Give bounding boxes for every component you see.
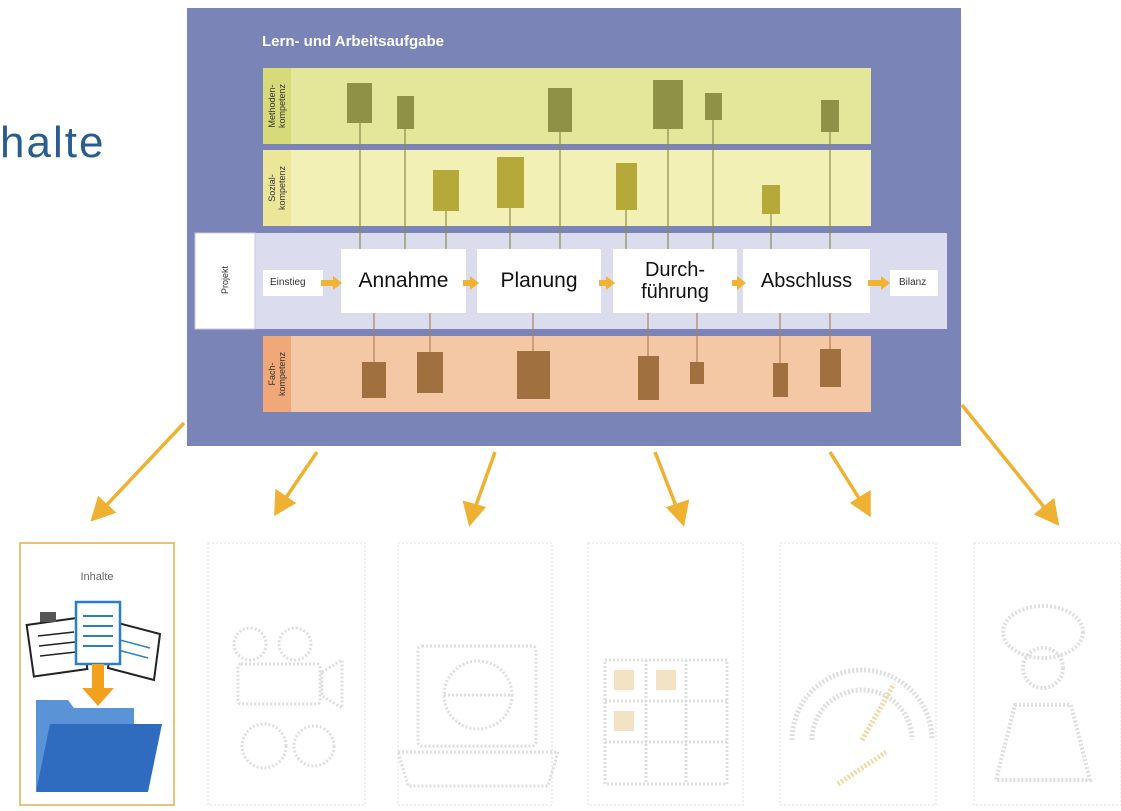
fach-rect bbox=[362, 362, 386, 398]
outer-title: Lern- und Arbeitsaufgabe bbox=[262, 33, 444, 50]
phase-planung-label: Planung bbox=[500, 269, 578, 292]
phase-abschluss: Abschluss bbox=[743, 249, 870, 313]
person-question-icon bbox=[993, 604, 1093, 782]
methoden-label: Methoden- kompetenz bbox=[267, 61, 287, 151]
gauge-icon bbox=[789, 667, 935, 787]
card-arrows bbox=[90, 403, 1060, 527]
phase-annahme: Annahme bbox=[341, 249, 466, 313]
methoden-label-bg bbox=[263, 68, 291, 144]
flow-arrows bbox=[321, 276, 890, 290]
phase-planung: Planung bbox=[477, 249, 601, 313]
fach-label-line-1: Fach- bbox=[267, 362, 277, 386]
methoden-rect bbox=[347, 83, 372, 123]
grid-icon bbox=[603, 658, 729, 786]
phase-durchfuehrung: Durch- führung bbox=[613, 249, 737, 313]
sozial-label-line-2: kompetenz bbox=[277, 165, 287, 211]
methoden-label-line-2: kompetenz bbox=[277, 83, 287, 129]
top-connectors bbox=[356, 120, 834, 258]
phase-annahme-label: Annahme bbox=[358, 269, 449, 292]
methoden-rects bbox=[347, 80, 839, 132]
phase-abschluss-label: Abschluss bbox=[760, 269, 853, 292]
card-arrow bbox=[653, 451, 680, 512]
sozial-label-bg bbox=[263, 150, 291, 226]
card-arrow-head bbox=[1033, 497, 1060, 526]
methoden-rect bbox=[397, 96, 414, 129]
card-5[interactable] bbox=[779, 542, 937, 806]
card-arrow-head bbox=[90, 495, 117, 522]
card-arrow-head bbox=[462, 500, 487, 527]
fach-rect bbox=[517, 351, 550, 399]
methoden-label-line-1: Methoden- bbox=[267, 84, 277, 128]
card-arrow bbox=[828, 451, 864, 504]
einstieg-box bbox=[263, 270, 323, 296]
camera-gears-icon bbox=[232, 626, 344, 770]
documents-folder-icon bbox=[25, 600, 162, 792]
flow-end-label: Bilanz bbox=[899, 277, 927, 288]
card-arrow-head bbox=[274, 488, 297, 517]
bilanz-box bbox=[890, 270, 938, 296]
sozial-label-line-1: Sozial- bbox=[267, 174, 277, 202]
cards bbox=[19, 542, 1121, 806]
fach-label-line-2: kompetenz bbox=[277, 351, 287, 397]
fach-label: Fach- kompetenz bbox=[267, 329, 287, 419]
card-arrow bbox=[281, 451, 319, 503]
fach-rects bbox=[362, 349, 841, 400]
flow-arrow bbox=[599, 276, 615, 290]
phase-box-durchfuehrung bbox=[613, 249, 737, 313]
sozial-rect bbox=[616, 163, 637, 210]
projekt-label: Projekt bbox=[220, 266, 230, 295]
flow-arrow bbox=[321, 276, 342, 290]
card-3[interactable] bbox=[397, 542, 553, 806]
card-2[interactable] bbox=[207, 542, 366, 806]
card-6[interactable] bbox=[973, 542, 1121, 806]
page-title: halte bbox=[0, 118, 106, 167]
card-arrow-head bbox=[849, 489, 871, 518]
methoden-rect bbox=[653, 80, 683, 129]
phase-box-annahme bbox=[341, 249, 466, 313]
methoden-rect bbox=[821, 100, 839, 132]
card-arrow-head bbox=[665, 499, 690, 527]
flow-arrow bbox=[463, 276, 479, 290]
sozial-rect bbox=[433, 170, 459, 211]
projekt-label-box bbox=[194, 232, 256, 330]
flow-arrow bbox=[868, 276, 890, 290]
card-arrow bbox=[960, 403, 1050, 514]
phase-box-planung bbox=[477, 249, 601, 313]
bottom-connectors bbox=[370, 305, 834, 363]
card-arrow bbox=[100, 421, 186, 512]
phase-durchfuehrung-line-1: Durch- bbox=[644, 259, 705, 281]
card-inhalte-title: Inhalte bbox=[80, 571, 114, 583]
fach-label-bg bbox=[263, 336, 291, 412]
sozial-rects bbox=[433, 157, 780, 214]
fach-rect bbox=[820, 349, 841, 387]
phase-box-abschluss bbox=[743, 249, 870, 313]
fach-rect bbox=[690, 362, 704, 384]
methoden-rect bbox=[548, 88, 572, 132]
phase-durchfuehrung-line-2: führung bbox=[641, 281, 709, 303]
card-arrow bbox=[472, 451, 497, 512]
laptop-globe-icon bbox=[395, 644, 561, 788]
fach-rect bbox=[417, 352, 443, 393]
sozial-rect bbox=[762, 185, 780, 214]
methoden-rect bbox=[705, 93, 722, 120]
fach-rect bbox=[638, 356, 659, 400]
fach-rect bbox=[773, 363, 788, 397]
sozial-rect bbox=[497, 157, 524, 208]
flow-arrow bbox=[732, 276, 746, 290]
flow-start-label: Einstieg bbox=[270, 277, 306, 288]
sozial-label: Sozial- kompetenz bbox=[267, 143, 287, 233]
